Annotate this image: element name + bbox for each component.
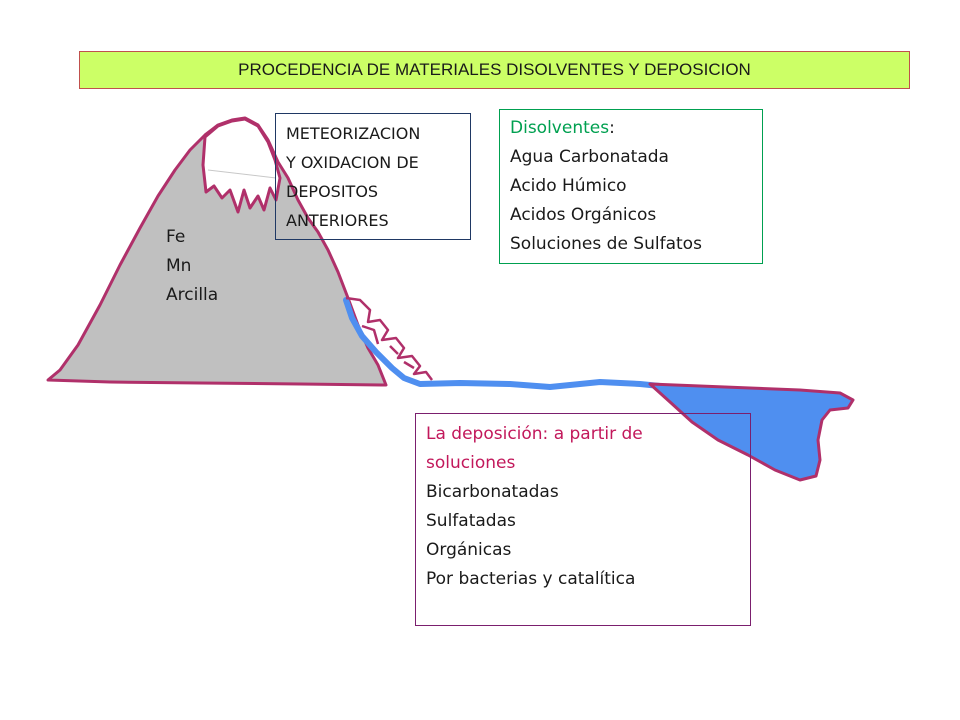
snow-line	[207, 169, 277, 179]
mineral-mn: Mn	[166, 256, 192, 276]
solvents-heading-text: Disolventes	[510, 118, 610, 138]
mountain	[46, 116, 388, 387]
deposition-box: La deposición: a partir de soluciones Bi…	[415, 413, 751, 626]
solvent-item: Agua Carbonatada	[510, 147, 669, 167]
solvent-item: Acidos Orgánicos	[510, 205, 657, 225]
deposition-item: Sulfatadas	[426, 511, 516, 531]
meteorization-line: Y OXIDACION DE	[286, 153, 419, 172]
meteorization-line: METEORIZACION	[286, 124, 421, 143]
deposition-item: Orgánicas	[426, 540, 512, 560]
mineral-arcilla: Arcilla	[166, 285, 219, 305]
meteorization-line: ANTERIORES	[286, 211, 389, 230]
deposition-item: Por bacterias y catalítica	[426, 569, 636, 589]
lake	[648, 382, 855, 482]
title-text: PROCEDENCIA DE MATERIALES DISOLVENTES Y …	[238, 60, 751, 79]
meteorization-line: DEPOSITOS	[286, 182, 379, 201]
deposition-heading: La deposición: a partir de	[426, 424, 643, 444]
solvent-item: Soluciones de Sulfatos	[510, 234, 702, 254]
meteorization-box: METEORIZACION Y OXIDACION DE DEPOSITOS A…	[275, 113, 471, 240]
solvents-box: Disolventes: Agua Carbonatada Acido Húmi…	[499, 109, 763, 264]
mountain-mineral-labels: Fe Mn Arcilla	[166, 223, 218, 310]
deposition-item: Bicarbonatadas	[426, 482, 559, 502]
solvent-item: Acido Húmico	[510, 176, 627, 196]
diagram-title: PROCEDENCIA DE MATERIALES DISOLVENTES Y …	[79, 51, 910, 89]
riverbank-outline	[345, 296, 433, 381]
river	[343, 297, 663, 390]
mineral-fe: Fe	[166, 227, 186, 247]
solvents-heading-colon: :	[609, 118, 615, 138]
deposition-heading: soluciones	[426, 453, 516, 473]
solvents-heading: Disolventes:	[510, 114, 752, 143]
snow-cap	[201, 117, 282, 214]
